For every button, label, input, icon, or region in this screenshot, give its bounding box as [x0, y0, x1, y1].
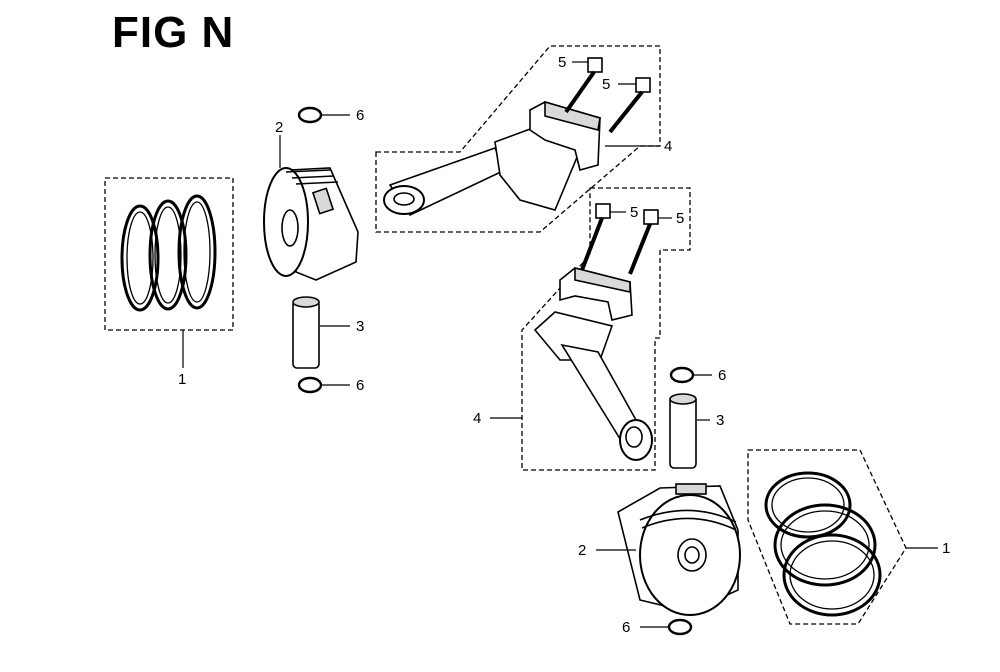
piston-ring: [148, 199, 188, 311]
piston-ring: [789, 540, 875, 610]
piston-ring-groove: [639, 509, 737, 523]
piston-ring: [126, 211, 154, 305]
callout-4-top: 4: [664, 138, 672, 155]
bolt-mid-a: [580, 203, 626, 271]
clip-lower-right: [640, 618, 693, 636]
pin-body: [669, 395, 697, 469]
piston-skirt: [289, 167, 359, 281]
rod-small-end-bore: [393, 192, 415, 206]
connecting-rod-top: [375, 45, 661, 233]
piston-ring: [183, 201, 211, 303]
piston-crown: [639, 494, 741, 616]
piston-ring: [771, 477, 845, 533]
piston-slot: [675, 483, 707, 495]
piston-pin-boss: [677, 538, 707, 572]
piston-ring: [764, 471, 852, 539]
piston-rings-left: [104, 177, 234, 368]
clip-ring: [297, 106, 323, 124]
piston-ring: [154, 206, 182, 304]
bolt-top-a: [564, 57, 603, 114]
bolt-head: [587, 57, 603, 73]
piston-pin-left: [292, 296, 350, 369]
callout-5-d: 5: [676, 210, 684, 227]
clip-ring: [667, 618, 693, 636]
bolt-mid-b: [628, 209, 672, 275]
rod-small-end: [383, 185, 425, 215]
bolt-head: [595, 203, 611, 219]
piston-ring: [782, 533, 882, 617]
pin-body: [292, 299, 320, 369]
rod-small-end-bore: [625, 426, 643, 448]
piston-ring: [780, 510, 870, 580]
piston-ring-groove: [641, 517, 737, 531]
rod-big-end: [533, 311, 614, 361]
clip-ring: [297, 376, 323, 394]
bolt-shank: [608, 90, 644, 134]
callout-3-right: 3: [716, 412, 724, 429]
piston-ring-groove: [291, 175, 335, 179]
piston-slot: [311, 187, 335, 215]
clip-upper-right: [669, 366, 712, 384]
bolt-shank: [628, 223, 652, 275]
piston-rings-right: [747, 449, 938, 625]
pin-end: [292, 296, 320, 308]
piston-left: [263, 135, 359, 281]
bolt-shank: [580, 217, 604, 271]
callout-5-c: 5: [630, 204, 638, 221]
callout-6-c: 6: [718, 367, 726, 384]
piston-pin-right: [669, 393, 710, 469]
callout-6-b: 6: [356, 377, 364, 394]
bolt-shank: [564, 70, 596, 114]
rod-cap-shade: [544, 100, 601, 131]
rod-cap-shade: [574, 266, 631, 293]
rod-group-box: [521, 187, 691, 471]
piston-ring-groove: [295, 181, 339, 185]
callout-3-left: 3: [356, 318, 364, 335]
piston-ring: [177, 194, 217, 310]
piston-ring: [120, 204, 160, 312]
callout-4-mid: 4: [473, 410, 481, 427]
ring-group-box-right: [747, 449, 907, 625]
ring-group-box-left: [104, 177, 234, 331]
clip-lower-left: [297, 376, 350, 394]
piston-pin-bore: [684, 546, 700, 564]
callout-5-b: 5: [602, 76, 610, 93]
callout-6-a: 6: [356, 107, 364, 124]
callout-2-left: 2: [275, 119, 283, 136]
piston-ring: [773, 503, 877, 587]
callout-2-right: 2: [578, 542, 586, 559]
rod-small-end: [619, 419, 653, 461]
callout-labels: 1 1 2 2 3 3 4 4 5 5 5 5 6 6 6 6: [178, 54, 950, 636]
pin-end: [669, 393, 697, 405]
piston-pin-boss: [281, 209, 299, 247]
piston-right: [596, 483, 741, 616]
callout-1-right: 1: [942, 540, 950, 557]
bolt-top-b: [608, 77, 651, 134]
clip-ring: [669, 366, 695, 384]
bolt-head: [643, 209, 659, 225]
connecting-rod-mid: [490, 187, 691, 471]
figure-title: FIG N: [112, 8, 235, 57]
callout-1-left: 1: [178, 371, 186, 388]
bolt-head: [635, 77, 651, 93]
clip-upper-left: [297, 106, 350, 124]
piston-ring-groove: [285, 169, 331, 173]
callout-5-a: 5: [558, 54, 566, 71]
piston-crown: [263, 167, 309, 277]
callout-6-d: 6: [622, 619, 630, 636]
